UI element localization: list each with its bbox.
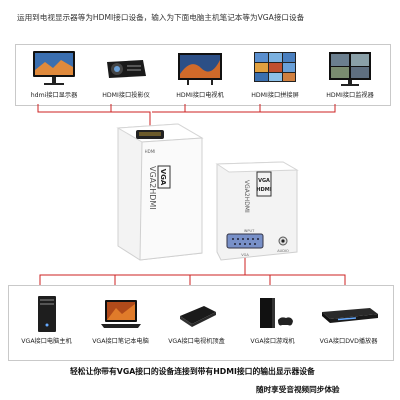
set-top-box-icon — [179, 306, 216, 327]
game-console-icon — [259, 298, 293, 328]
device-label: HDMI接口拼接屏 — [251, 92, 299, 99]
brand-mark-front — [256, 171, 272, 197]
bottom-caption: 轻松让你带有VGA接口的设备连接到带有HDMI接口的输出显示器设备 — [70, 367, 315, 376]
device-label: HDMI接口投影仪 — [102, 92, 150, 99]
brand-mark: VGA — [159, 169, 167, 186]
vga-device-panel: VGA接口电脑主机 VGA接口笔记本电脑 VGA接口电视机顶盒 VGA接口游戏机 — [8, 285, 394, 361]
svg-text:INPUT: INPUT — [244, 229, 255, 233]
svg-text:VGA: VGA — [241, 253, 249, 257]
model-label: VGA2HDMI — [148, 166, 157, 210]
device-vga-dvd-player: VGA接口DVD播放器 — [311, 294, 386, 345]
surveillance-monitor-icon — [329, 52, 371, 86]
projector-icon — [107, 60, 146, 78]
laptop-icon — [100, 300, 141, 328]
device-label: hdmi接口显示器 — [30, 92, 78, 99]
device-label: VGA接口DVD播放器 — [319, 338, 378, 345]
device-vga-game-console: VGA接口游戏机 — [235, 294, 310, 345]
device-vga-pc: VGA接口电脑主机 — [9, 294, 84, 345]
device-hdmi-projector: HDMI接口投影仪 — [90, 48, 162, 99]
video-wall-icon — [254, 52, 296, 82]
converter-hdmi-side: HDMI VGA VGA2HDMI — [116, 123, 204, 261]
device-label: VGA接口游戏机 — [250, 338, 295, 345]
device-hdmi-monitor: hdmi接口显示器 — [18, 48, 90, 99]
svg-text:HDMI: HDMI — [145, 149, 156, 154]
device-hdmi-surveillance-monitor: HDMI接口监视器 — [314, 48, 386, 99]
device-label: HDMI接口电视机 — [176, 92, 224, 99]
tv-icon — [178, 53, 222, 85]
device-label: VGA接口电脑主机 — [21, 338, 72, 345]
device-label: HDMI接口监视器 — [326, 92, 374, 99]
device-hdmi-video-wall: HDMI接口拼接屏 — [239, 48, 311, 99]
device-vga-set-top-box: VGA接口电视机顶盒 — [159, 294, 234, 345]
svg-text:VGA: VGA — [258, 178, 270, 184]
vga-port-icon — [226, 233, 264, 249]
device-label: VGA接口笔记本电脑 — [92, 338, 149, 345]
monitor-icon — [33, 51, 75, 85]
svg-text:HDMI: HDMI — [256, 187, 271, 193]
svg-text:AUDIO: AUDIO — [277, 249, 289, 253]
bottom-subcaption: 随时享受音视频同步体验 — [256, 385, 340, 394]
top-caption: 运用到电视显示器等为HDMI接口设备，输入为下面电脑主机笔记本等为VGA接口设备 — [17, 13, 305, 22]
device-label: VGA接口电视机顶盒 — [168, 338, 225, 345]
dvd-player-icon — [321, 308, 378, 323]
pc-tower-icon — [37, 296, 56, 332]
hdmi-device-panel: hdmi接口显示器 HDMI接口投影仪 HDMI接口电视机 HDMI接口拼接屏 — [15, 44, 391, 106]
svg-text:VGA2HDMI: VGA2HDMI — [243, 180, 250, 213]
converter-vga-side: VGA HDMI VGA2HDMI INPUT AUDIO VGA — [215, 161, 299, 261]
device-hdmi-tv: HDMI接口电视机 — [164, 48, 236, 99]
device-vga-laptop: VGA接口笔记本电脑 — [83, 294, 158, 345]
